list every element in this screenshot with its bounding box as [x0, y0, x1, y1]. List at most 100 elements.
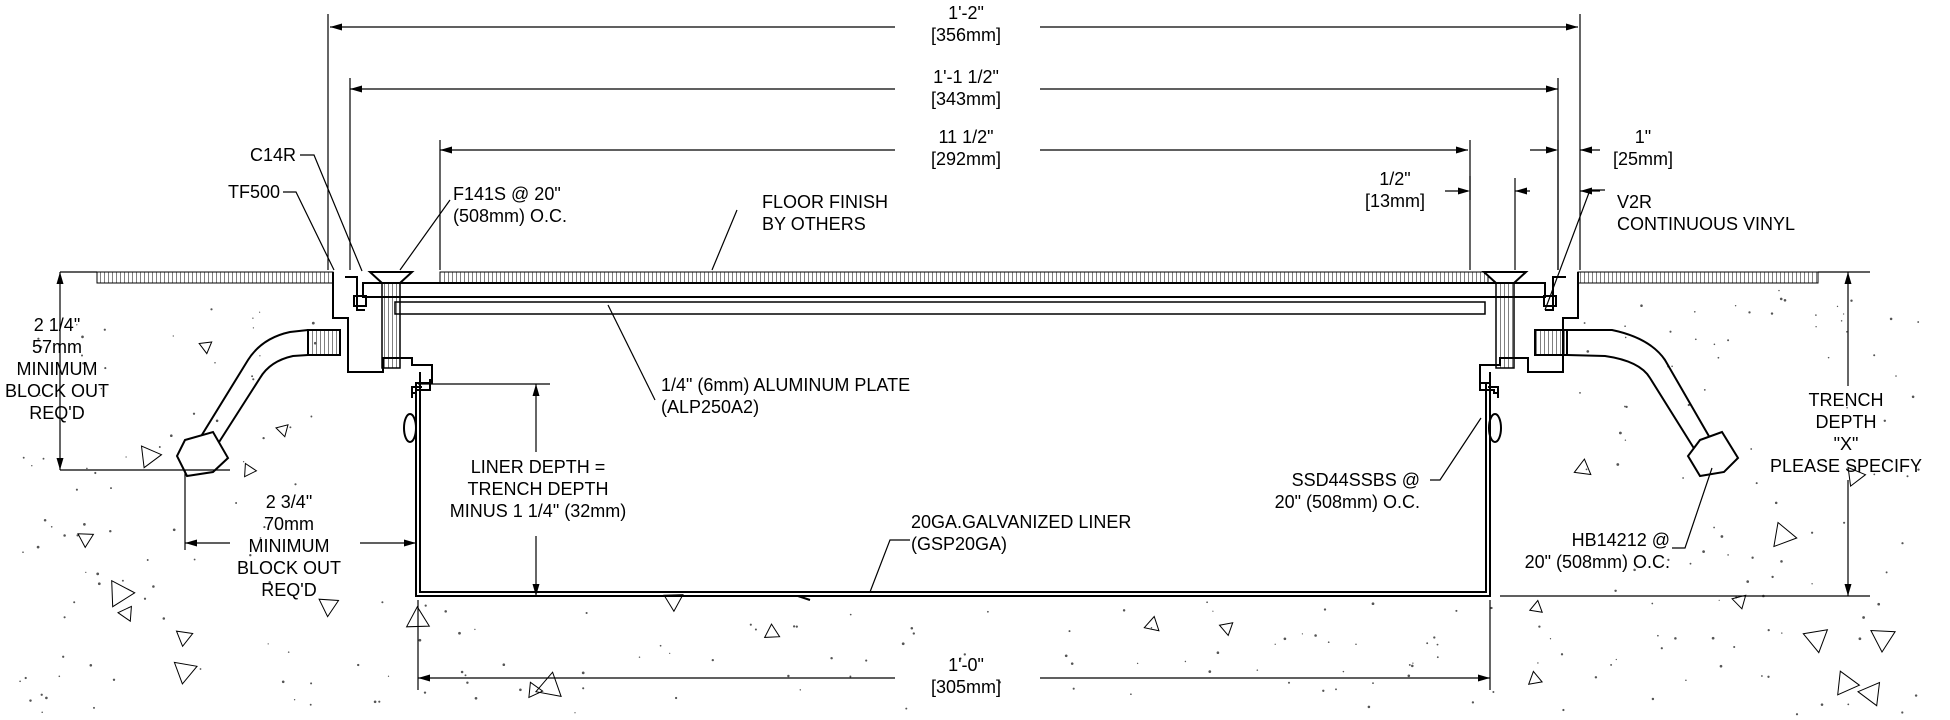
concrete-speck — [1583, 322, 1586, 324]
concrete-speck — [1761, 675, 1763, 677]
concrete-speck — [1301, 633, 1303, 635]
label-tf500: TF500 — [227, 182, 280, 202]
concrete-speck — [1322, 689, 1325, 692]
concrete-aggregate — [763, 623, 781, 638]
concrete-speck — [125, 456, 127, 458]
concrete-aggregate — [175, 630, 194, 648]
concrete-speck — [251, 375, 254, 378]
concrete-speck — [1901, 542, 1904, 545]
concrete-speck — [210, 308, 213, 311]
concrete-speck — [1436, 656, 1439, 659]
concrete-speck — [1687, 403, 1690, 407]
concrete-speck — [865, 659, 868, 662]
floor-finish-left — [96, 271, 334, 284]
concrete-speck — [1750, 448, 1753, 450]
concrete-speck — [795, 625, 798, 628]
concrete-aggregate — [111, 579, 136, 608]
concrete-speck — [669, 652, 671, 655]
dim-one-inch-label: 1" [25mm] — [1613, 126, 1673, 170]
label-aluminum-plate-line1: 1/4" (6mm) ALUMINUM PLATE — [661, 375, 911, 395]
concrete-speck — [1781, 632, 1783, 634]
concrete-speck — [1287, 681, 1291, 684]
concrete-speck — [289, 426, 292, 429]
left-liner-bracket — [403, 386, 422, 443]
concrete-speck — [1711, 636, 1715, 640]
concrete-speck — [1682, 477, 1684, 479]
concrete-speck — [169, 434, 173, 438]
concrete-speck — [1212, 610, 1214, 612]
concrete-speck — [1633, 568, 1636, 572]
concrete-speck — [73, 601, 76, 604]
left-bolt — [367, 271, 415, 369]
concrete-speck — [901, 642, 905, 646]
concrete-speck — [162, 617, 166, 620]
dimension-arrowhead — [1580, 146, 1592, 154]
dimension-arrowhead — [1458, 187, 1470, 195]
dim-half-inch-metric: [13mm] — [1364, 191, 1426, 211]
concrete-speck — [42, 457, 45, 460]
dimension-arrowhead — [440, 146, 452, 154]
concrete-speck — [100, 387, 103, 390]
concrete-speck — [1651, 697, 1655, 701]
concrete-speck — [1774, 501, 1778, 505]
concrete-speck — [40, 693, 43, 696]
label-hb14212-line1: HB14212 @ — [1571, 530, 1670, 550]
concrete-speck — [1537, 662, 1539, 664]
concrete-speck — [172, 528, 176, 532]
concrete-speck — [581, 671, 585, 675]
concrete-speck — [1122, 609, 1126, 612]
label-floor-finish: FLOOR FINISH BY OTHERS — [762, 191, 888, 235]
concrete-speck — [309, 703, 312, 706]
dimension-arrowhead — [532, 584, 540, 596]
dim-frame-metric: [343mm] — [930, 89, 1002, 109]
concrete-speck — [259, 355, 261, 357]
dimension-arrowhead — [1546, 146, 1558, 154]
dimension-lines — [59, 14, 1870, 690]
concrete-speck — [1771, 575, 1774, 579]
dim-liner-width-metric: [305mm] — [930, 677, 1002, 697]
concrete-speck — [97, 582, 101, 586]
concrete-speck — [263, 526, 266, 529]
dim-one-inch-imperial: 1" — [1634, 127, 1652, 147]
concrete-speck — [121, 579, 124, 582]
label-floor-finish-line1: FLOOR FINISH — [762, 192, 889, 212]
concrete-speck — [1767, 675, 1770, 678]
concrete-aggregate — [140, 445, 163, 469]
concrete-speck — [152, 585, 155, 588]
concrete-speck — [1657, 634, 1659, 637]
label-liner: 20GA.GALVANIZED LINER (GSP20GA) — [911, 511, 1131, 555]
concrete-speck — [83, 523, 86, 526]
concrete-speck — [193, 558, 196, 561]
label-f141s: F141S @ 20" (508mm) O.C. — [453, 183, 567, 227]
concrete-speck — [959, 657, 962, 660]
concrete-speck — [1411, 664, 1414, 668]
concrete-speck — [22, 551, 24, 553]
concrete-speck — [1610, 663, 1613, 666]
concrete-speck — [574, 712, 576, 714]
concrete-speck — [1560, 653, 1564, 656]
concrete-speck — [1889, 317, 1893, 321]
concrete-speck — [1433, 636, 1436, 639]
concrete-speck — [444, 610, 447, 613]
concrete-speck — [29, 699, 32, 702]
dimension-arrowhead — [350, 85, 362, 93]
concrete-aggregate — [1731, 594, 1747, 610]
label-ssd44-line1: SSD44SSBS @ — [1291, 470, 1420, 490]
label-block-out-vertical: 2 1/4" 57mm MINIMUM BLOCK OUT REQ'D — [5, 314, 109, 424]
concrete-speck — [1614, 589, 1617, 593]
concrete-speck — [1689, 562, 1692, 565]
concrete-speck — [1208, 670, 1212, 673]
concrete-speck — [262, 436, 265, 440]
concrete-speck — [998, 681, 1002, 684]
concrete-speck — [1746, 580, 1750, 583]
concrete-speck — [1836, 305, 1839, 308]
concrete-speck — [1625, 405, 1628, 409]
concrete-speck — [36, 545, 40, 549]
right-anchor — [1534, 329, 1740, 478]
concrete-aggregate — [1857, 681, 1881, 707]
concrete-speck — [310, 415, 313, 418]
concrete-speck — [1327, 641, 1330, 644]
concrete-aggregate — [528, 681, 544, 699]
dim-liner-width-label: 1'-0" [305mm] — [931, 654, 1001, 698]
label-block-out-vertical-line1: 2 1/4" — [33, 315, 81, 335]
